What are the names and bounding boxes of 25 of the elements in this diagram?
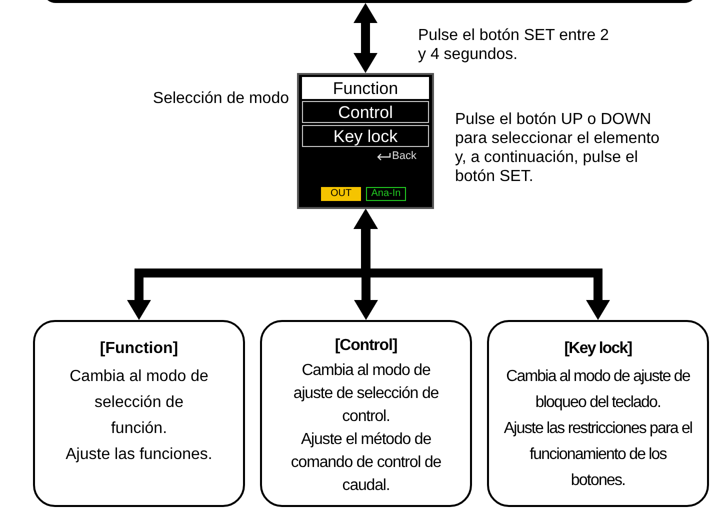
info-card — [487, 320, 709, 507]
menu-item: Control — [302, 101, 429, 123]
card-heading: [Control] — [334, 336, 398, 356]
display-screen — [297, 73, 434, 209]
card-heading: [Function] — [98, 339, 180, 359]
connector-arrow — [354, 209, 378, 320]
mode-caption: Selección de modo — [152, 89, 289, 108]
card-text: Cambia al modo de selección de función. — [68, 367, 210, 439]
card-text: Ajuste las funciones. — [65, 445, 213, 465]
instruction-note: Pulse el botón UP o DOWN para seleccionar el elemento y, a continuación, pulse el botón SET. — [455, 110, 661, 186]
connector-arrow — [354, 3, 378, 73]
connector-arrow — [354, 209, 610, 320]
menu-item: Key lock — [302, 125, 429, 147]
status-badge: Ana-In — [366, 187, 406, 201]
info-card — [260, 320, 472, 507]
info-card — [33, 320, 245, 507]
card-text: Cambia al modo de ajuste de selección de control. — [292, 361, 440, 427]
instruction-note: Pulse el botón SET entre 2 y 4 segundos. — [418, 26, 610, 64]
card-text: Ajuste el método de comando de control de caudal. — [290, 430, 442, 496]
card-text: Ajuste las restricciones para el funcionamiento de los botones. — [503, 419, 693, 491]
menu-item: Function — [302, 77, 429, 99]
back-text: Back — [392, 150, 416, 162]
card-heading: [Key lock] — [563, 339, 633, 359]
card-text: Cambia al modo de ajuste de bloqueo del teclado. — [505, 367, 691, 413]
status-badge: OUT — [321, 187, 361, 201]
